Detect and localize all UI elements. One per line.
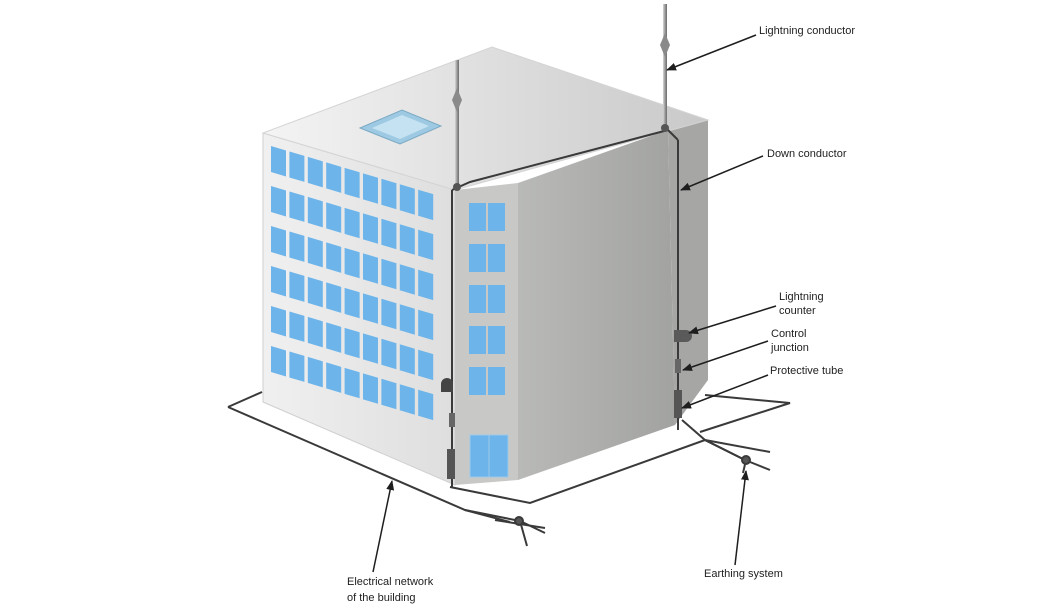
corner-window (469, 326, 486, 354)
label-down-conductor: Down conductor (767, 148, 847, 160)
label-control-junction-line1: Control (771, 328, 806, 340)
front-window (307, 236, 323, 268)
front-window (381, 378, 397, 410)
corner-facade-windows (469, 203, 505, 395)
front-window (399, 384, 415, 415)
front-window (326, 242, 342, 273)
left-conductor-devices (441, 378, 455, 479)
earth-electrode-right (704, 439, 771, 474)
building-right-wall (668, 120, 708, 425)
label-lightning-counter-line1: Lightning (779, 291, 824, 303)
front-window (363, 213, 378, 244)
front-window (418, 309, 434, 341)
roof-skylight (358, 109, 443, 145)
front-window (399, 264, 415, 295)
label-lightning-counter-line2: counter (779, 305, 816, 317)
label-electrical-network-line1: Electrical network (347, 576, 434, 588)
front-window (307, 276, 323, 308)
front-window (381, 178, 397, 210)
front-window (363, 293, 378, 324)
label-electrical-network-line2: of the building (347, 592, 416, 604)
front-window (399, 224, 415, 255)
arrow-protective-tube (681, 374, 769, 409)
front-window (307, 356, 323, 388)
front-window (326, 362, 342, 393)
front-window (363, 253, 378, 284)
corner-window (488, 203, 505, 231)
front-window (363, 333, 378, 364)
corner-window (469, 285, 486, 313)
front-window (418, 389, 434, 421)
arrow-down-conductor (680, 155, 764, 191)
front-window (289, 231, 305, 262)
corner-window (488, 326, 505, 354)
label-earthing-system: Earthing system (704, 568, 783, 580)
lightning-rod-left (452, 60, 462, 191)
front-window (381, 298, 397, 330)
front-window (289, 271, 305, 302)
front-window (326, 282, 342, 313)
corner-window (469, 244, 486, 272)
front-window (326, 322, 342, 353)
front-window (326, 202, 342, 233)
front-window (289, 151, 305, 182)
front-window (289, 351, 305, 382)
front-window (271, 266, 286, 297)
arrow-lightning-counter (688, 305, 777, 335)
front-window (271, 306, 286, 337)
front-window (418, 349, 434, 381)
front-window (289, 311, 305, 342)
front-window (381, 338, 397, 370)
label-protective-tube: Protective tube (770, 365, 843, 377)
front-window (381, 258, 397, 290)
front-window (418, 269, 434, 301)
front-window (271, 226, 286, 257)
lightning-counter-device (674, 330, 692, 342)
protective-tube-device (674, 390, 682, 418)
corner-window (469, 367, 486, 395)
front-window (307, 156, 323, 188)
front-window (289, 191, 305, 222)
front-window (363, 373, 378, 404)
front-window (344, 287, 360, 319)
front-window (344, 247, 360, 279)
front-window (307, 196, 323, 228)
front-window (326, 162, 342, 193)
building-roof (261, 46, 710, 191)
arrow-electrical-network (372, 480, 395, 573)
corner-window (488, 367, 505, 395)
front-window (271, 186, 286, 217)
corner-window (488, 244, 505, 272)
front-window (344, 327, 360, 359)
front-window (418, 189, 434, 221)
leader-arrows (372, 34, 777, 573)
front-window (363, 173, 378, 204)
front-window (344, 207, 360, 239)
arrow-earthing-system (734, 470, 749, 566)
arrow-lightning-conductor (666, 34, 757, 71)
control-junction-device (675, 359, 681, 373)
earth-electrode-left (494, 516, 546, 547)
front-window (418, 229, 434, 261)
front-window (399, 184, 415, 215)
front-facade-windows (271, 146, 434, 421)
front-window (271, 346, 286, 377)
arrow-control-junction (682, 340, 769, 371)
front-window (271, 146, 286, 177)
front-window (344, 167, 360, 199)
building-side-wall (518, 130, 675, 480)
lightning-rod-right (660, 4, 670, 132)
front-window (344, 367, 360, 399)
front-window (399, 344, 415, 375)
down-conductors (451, 140, 679, 488)
corner-window (488, 285, 505, 313)
corner-window (469, 203, 486, 231)
front-window (399, 304, 415, 335)
label-lightning-conductor: Lightning conductor (759, 25, 855, 37)
front-window (381, 218, 397, 250)
front-window (307, 316, 323, 348)
label-control-junction-line2: junction (770, 342, 809, 354)
